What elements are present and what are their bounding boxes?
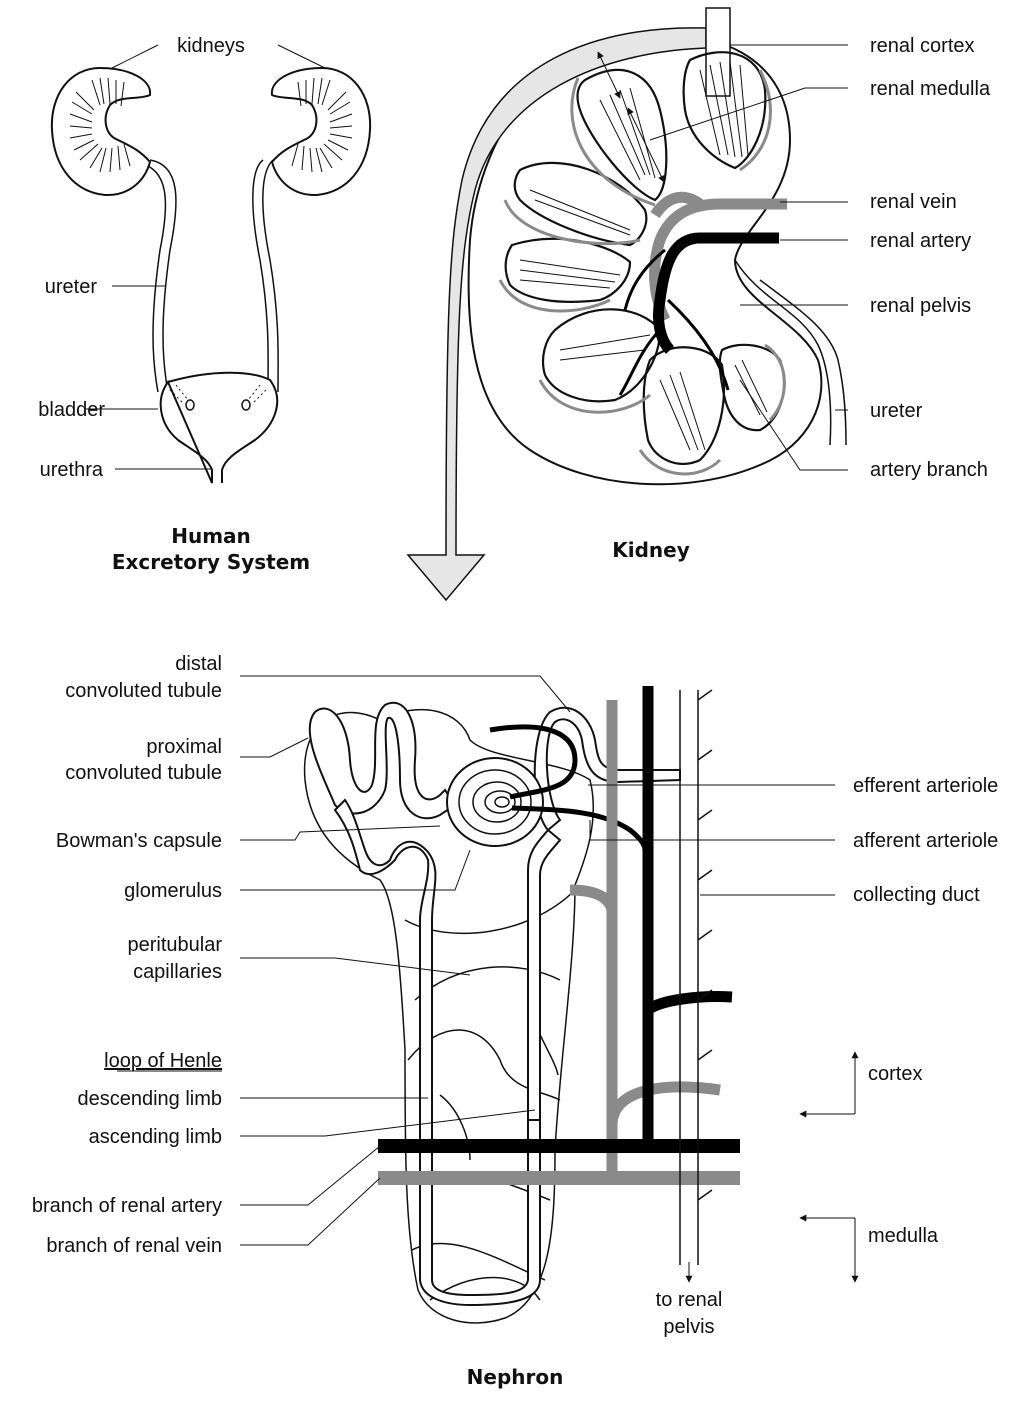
label-distal-2: convoluted tubule: [65, 680, 222, 702]
label-glomerulus: glomerulus: [124, 880, 222, 902]
bladder-shape: [161, 373, 278, 483]
label-collecting-duct: collecting duct: [853, 884, 980, 906]
label-peritubular-1: peritubular: [127, 934, 222, 956]
label-distal-1: distal: [175, 653, 222, 675]
label-renal-artery: renal artery: [870, 230, 971, 252]
label-to-renal-2: pelvis: [663, 1316, 714, 1338]
label-urethra: urethra: [40, 459, 104, 481]
label-descending-limb: descending limb: [77, 1088, 222, 1110]
label-peritubular-2: capillaries: [133, 961, 222, 983]
label-ureter-left: ureter: [45, 276, 98, 298]
title-excretory-line1: Human: [171, 524, 251, 548]
title-kidney: Kidney: [612, 538, 690, 562]
kidney-figure: renal cortex renal medulla renal vein re…: [408, 8, 991, 600]
label-loop-of-henle: loop of Henle: [104, 1050, 222, 1072]
right-kidney: [272, 68, 370, 195]
label-artery-branch: artery branch: [870, 459, 988, 481]
ureters: [140, 160, 278, 392]
title-excretory-line2: Excretory System: [112, 550, 310, 574]
left-kidney: [52, 68, 150, 195]
label-proximal-1: proximal: [146, 736, 222, 758]
label-branch-renal-artery: branch of renal artery: [32, 1195, 222, 1217]
label-ascending-limb: ascending limb: [89, 1126, 222, 1148]
label-medulla: medulla: [868, 1225, 939, 1247]
title-nephron: Nephron: [467, 1365, 564, 1389]
label-proximal-2: convoluted tubule: [65, 762, 222, 784]
label-efferent-arteriole: efferent arteriole: [853, 775, 998, 797]
label-renal-medulla: renal medulla: [870, 78, 991, 100]
label-cortex: cortex: [868, 1063, 922, 1085]
label-to-renal-1: to renal: [656, 1289, 723, 1311]
label-ureter-right: ureter: [870, 400, 923, 422]
bowmans-capsule-shape: [447, 758, 543, 846]
label-renal-vein: renal vein: [870, 191, 957, 213]
label-branch-renal-vein: branch of renal vein: [46, 1235, 222, 1257]
label-renal-pelvis: renal pelvis: [870, 295, 971, 317]
label-renal-cortex: renal cortex: [870, 35, 975, 57]
excretory-system-figure: kidneys ureter bladder urethra Human Exc…: [38, 35, 370, 574]
label-bowmans-capsule: Bowman's capsule: [56, 830, 222, 852]
label-bladder: bladder: [38, 399, 105, 421]
label-afferent-arteriole: afferent arteriole: [853, 830, 998, 852]
label-kidneys: kidneys: [177, 35, 245, 57]
nephron-figure: distal convoluted tubule proximal convol…: [32, 653, 998, 1389]
